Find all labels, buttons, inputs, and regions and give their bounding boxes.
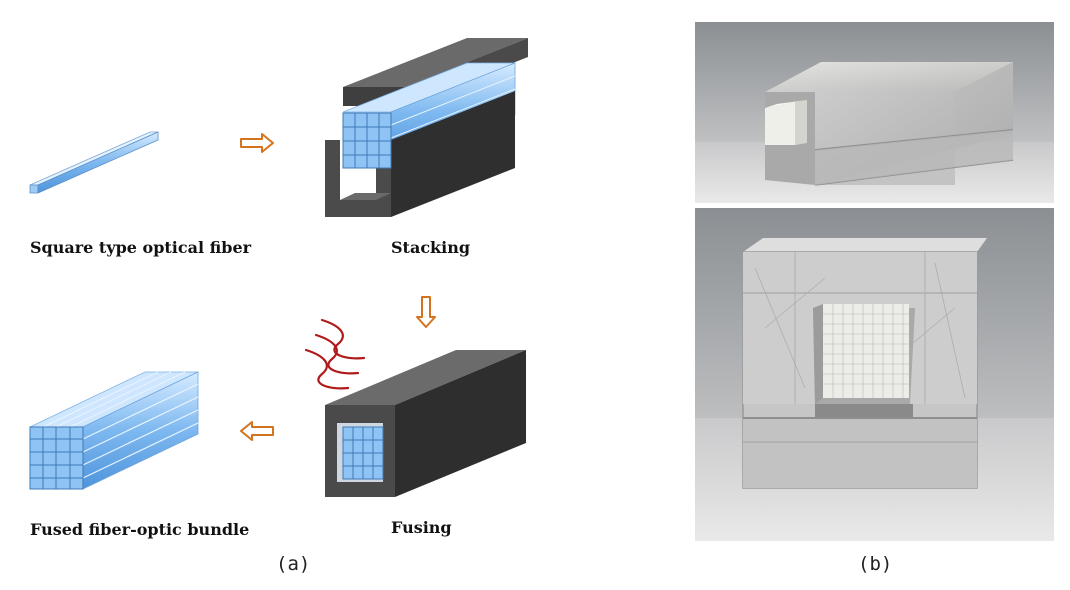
aluminum-block-side-image (695, 22, 1054, 203)
caption-b: (b) (858, 553, 893, 575)
stacking-illustration (325, 38, 528, 217)
fusing-illustration (325, 350, 526, 497)
hollow-arrow-icon (240, 133, 274, 153)
label-square-fiber: Square type optical fiber (30, 238, 252, 257)
heat-wave-icon (304, 318, 366, 390)
fused-bundle-illustration (29, 371, 199, 490)
caption-a: (a) (276, 553, 311, 575)
label-stacking: Stacking (391, 238, 471, 257)
hollow-arrow-icon (240, 421, 274, 441)
hollow-arrow-icon (416, 296, 436, 328)
photo-block-front-view (695, 208, 1054, 541)
square-fiber-illustration (29, 131, 159, 194)
aluminum-block-front-image (695, 208, 1054, 541)
photo-block-side-view (695, 22, 1054, 203)
label-fusing: Fusing (391, 518, 452, 537)
label-fused-bundle: Fused fiber-optic bundle (30, 520, 250, 539)
